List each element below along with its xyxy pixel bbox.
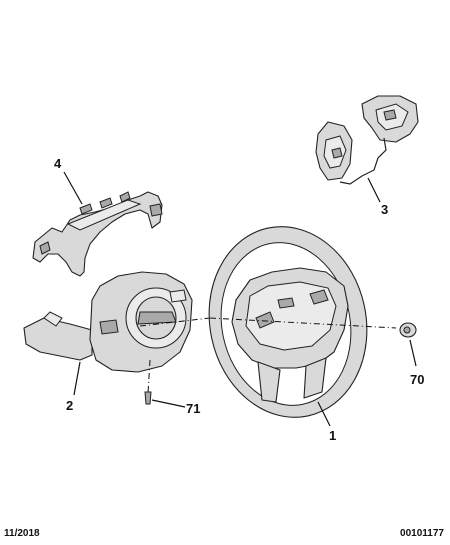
- leader-part-2: [73, 361, 81, 396]
- callout-part-71: 71: [186, 401, 200, 416]
- part-4-bracket: [32, 191, 163, 277]
- callout-part-1: 1: [329, 428, 336, 443]
- part-71-screw: [144, 359, 152, 405]
- callout-part-70: 70: [410, 372, 424, 387]
- part-3-switch-modules: [315, 95, 419, 185]
- leader-part-3: [367, 177, 381, 203]
- axis-line-right: [209, 317, 397, 329]
- leader-part-4: [63, 171, 83, 205]
- callout-part-4: 4: [54, 156, 62, 171]
- part-70-nut: [399, 322, 417, 338]
- leader-part-71: [151, 399, 186, 408]
- part-2-switch-housing: [23, 271, 193, 373]
- callout-part-2: 2: [66, 398, 73, 413]
- footer-date: 11/2018: [4, 528, 40, 539]
- axis-line-left: [139, 317, 211, 327]
- leader-part-70: [409, 339, 417, 367]
- leader-part-1: [317, 401, 331, 427]
- callout-part-3: 3: [381, 202, 388, 217]
- footer-reference: 00101177: [400, 528, 444, 539]
